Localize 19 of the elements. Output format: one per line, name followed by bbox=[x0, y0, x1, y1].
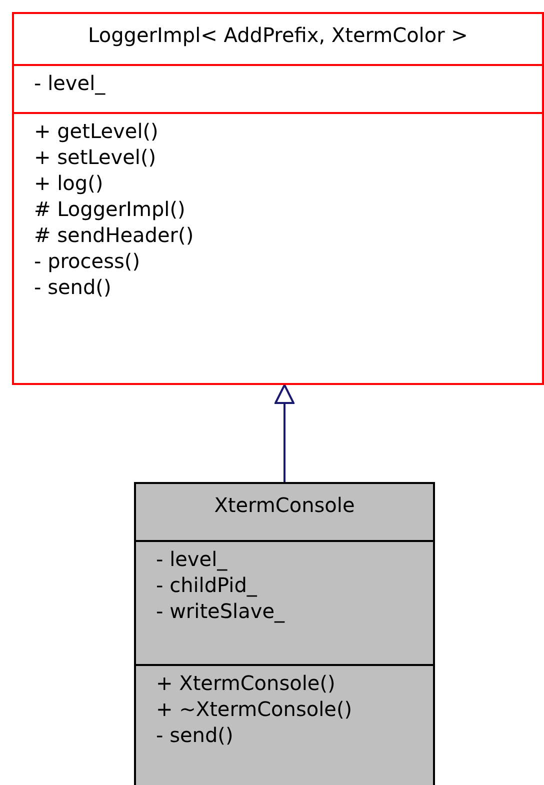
attribute: - childPid_ bbox=[156, 572, 257, 598]
method: # LoggerImpl() bbox=[34, 196, 186, 222]
attribute: - level_ bbox=[156, 546, 228, 572]
method: + ~XtermConsole() bbox=[156, 696, 352, 722]
method: + log() bbox=[34, 170, 104, 196]
attribute: - level_ bbox=[34, 70, 106, 96]
method: + setLevel() bbox=[34, 144, 156, 170]
class-box bbox=[12, 12, 544, 385]
method: - process() bbox=[34, 248, 140, 274]
method: + XtermConsole() bbox=[156, 670, 336, 696]
attribute: - writeSlave_ bbox=[156, 598, 285, 624]
class-name: XtermConsole bbox=[214, 492, 355, 519]
method: + getLevel() bbox=[34, 118, 158, 144]
method: # sendHeader() bbox=[34, 222, 194, 248]
class-box bbox=[134, 482, 435, 785]
method: - send() bbox=[34, 274, 112, 300]
inheritance-arrow bbox=[274, 384, 294, 482]
class-name: LoggerImpl< AddPrefix, XtermColor > bbox=[88, 22, 468, 49]
method: - send() bbox=[156, 722, 234, 748]
